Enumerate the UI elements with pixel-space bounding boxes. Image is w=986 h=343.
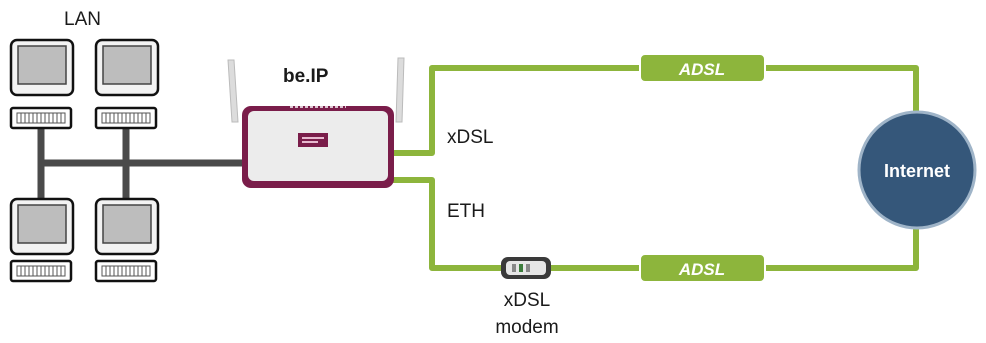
adsl-badge-bottom: ADSL — [639, 253, 766, 283]
lan-bus — [37, 125, 243, 205]
modem-label-line1: xDSL — [504, 290, 550, 311]
router-label: be.IP — [283, 66, 329, 87]
internet-label: Internet — [884, 161, 950, 181]
wan-links — [392, 65, 919, 271]
lan-label: LAN — [64, 9, 101, 30]
adsl-badge-top: ADSL — [639, 53, 766, 83]
lan-computer-3 — [9, 197, 75, 283]
lan-computer-1 — [9, 38, 75, 130]
eth-interface-label: ETH — [447, 201, 485, 222]
xdsl-modem-device — [501, 257, 551, 279]
lan-computer-4 — [94, 197, 160, 283]
modem-label-line2: modem — [495, 317, 558, 338]
internet-globe: Internet — [857, 110, 977, 230]
xdsl-interface-label: xDSL — [447, 127, 493, 148]
adsl-top-label: ADSL — [678, 60, 725, 79]
lan-computer-2 — [94, 38, 160, 130]
adsl-bottom-label: ADSL — [678, 260, 725, 279]
router-device — [227, 57, 405, 188]
